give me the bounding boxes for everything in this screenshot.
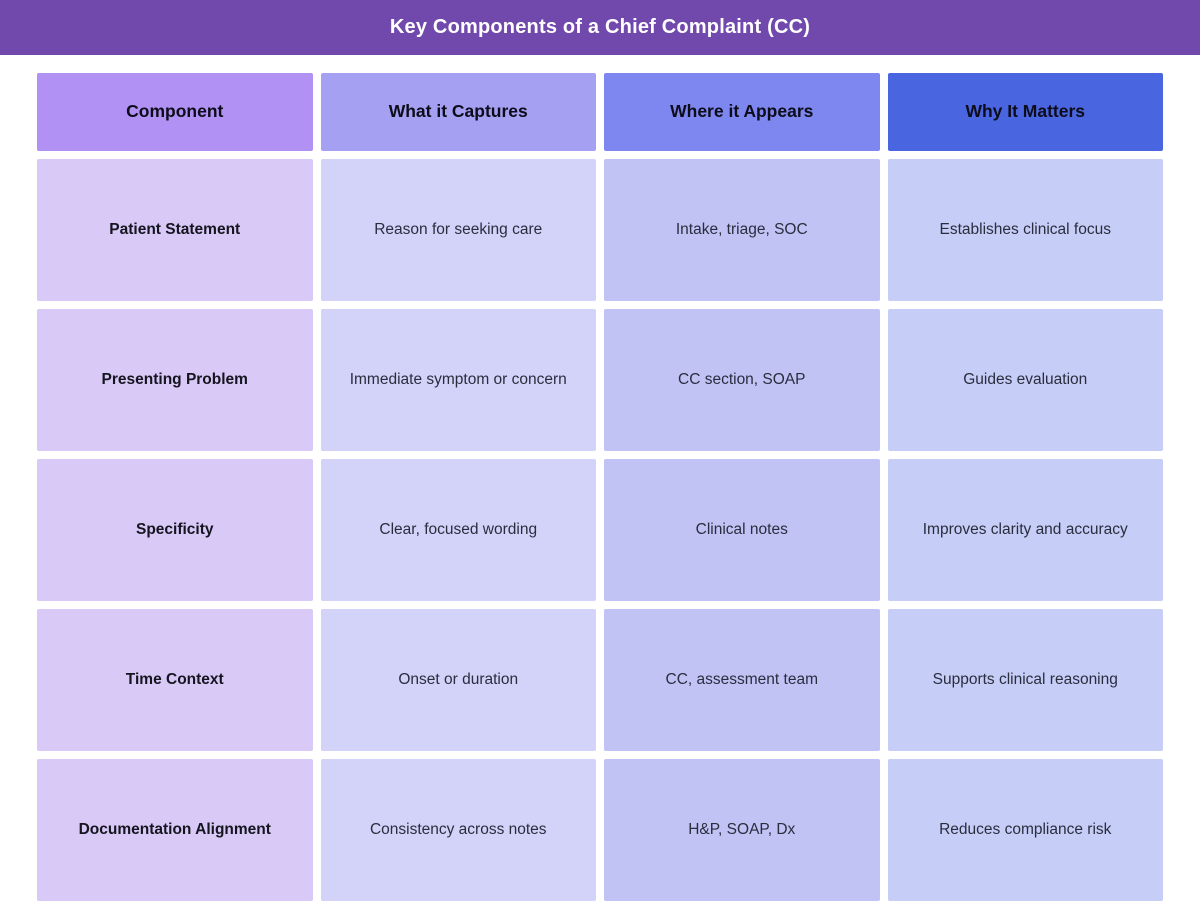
column-header-component: Component <box>37 73 313 151</box>
cell-component: Specificity <box>37 459 313 601</box>
column-header-why-it-matters: Why It Matters <box>887 73 1163 151</box>
cell-appears: Clinical notes <box>604 459 880 601</box>
column-header-where-it-appears: Where it Appears <box>604 73 880 151</box>
cell-component: Patient Statement <box>37 159 313 301</box>
cell-captures: Immediate symptom or concern <box>320 309 596 451</box>
cell-appears: CC, assessment team <box>604 609 880 751</box>
cell-component: Time Context <box>37 609 313 751</box>
cell-matters: Improves clarity and accuracy <box>887 459 1163 601</box>
cell-captures: Clear, focused wording <box>320 459 596 601</box>
cell-component: Presenting Problem <box>37 309 313 451</box>
components-table: Component What it Captures Where it Appe… <box>37 73 1163 901</box>
title-banner: Key Components of a Chief Complaint (CC) <box>0 0 1200 55</box>
cell-component: Documentation Alignment <box>37 759 313 901</box>
cell-captures: Reason for seeking care <box>320 159 596 301</box>
cell-matters: Guides evaluation <box>887 309 1163 451</box>
cell-appears: CC section, SOAP <box>604 309 880 451</box>
cell-captures: Consistency across notes <box>320 759 596 901</box>
cell-matters: Supports clinical reasoning <box>887 609 1163 751</box>
cell-matters: Reduces compliance risk <box>887 759 1163 901</box>
cell-appears: H&P, SOAP, Dx <box>604 759 880 901</box>
column-header-what-it-captures: What it Captures <box>320 73 596 151</box>
page-title: Key Components of a Chief Complaint (CC) <box>389 16 811 38</box>
cell-appears: Intake, triage, SOC <box>604 159 880 301</box>
cell-matters: Establishes clinical focus <box>887 159 1163 301</box>
cell-captures: Onset or duration <box>320 609 596 751</box>
